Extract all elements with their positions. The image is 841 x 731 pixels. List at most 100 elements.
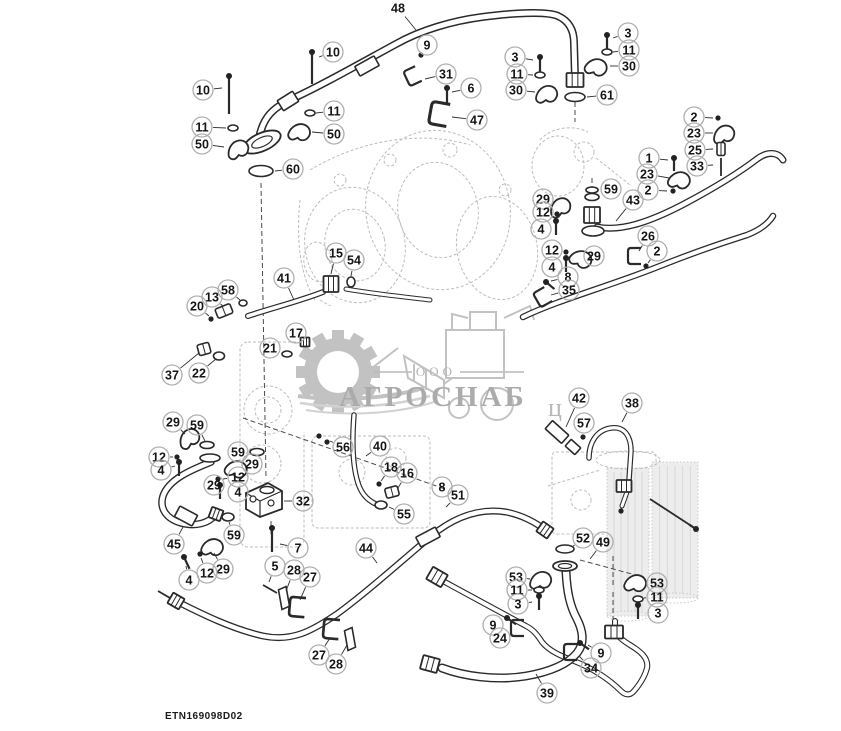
part-ring [346,276,356,288]
callout-31: 31 [435,63,457,85]
part-hook [666,171,691,190]
part-clip [532,286,553,308]
callout-51: 51 [447,484,469,506]
svg-text:11: 11 [195,121,208,135]
svg-text:40: 40 [373,440,387,454]
callout-29: 29 [203,474,225,496]
callout-21: 21 [259,337,281,359]
svg-text:3: 3 [512,51,519,65]
svg-text:32: 32 [296,495,310,509]
callout-2: 2 [683,106,705,128]
svg-text:21: 21 [263,342,277,356]
svg-text:29: 29 [536,193,550,207]
part-ring [248,164,274,178]
part-clip [321,617,341,641]
callout-1: 1 [638,147,660,169]
callout-45: 45 [163,533,185,555]
watermark-brand: АГРОСНАБ [339,381,526,413]
part-ring [199,440,215,450]
part-bolt [217,482,223,499]
callout-28: 28 [283,559,305,581]
callout-47: 47 [466,109,488,131]
callout-4: 4 [150,459,172,481]
svg-text:10: 10 [196,84,210,98]
part-bolt [553,218,559,235]
part-plate [277,585,291,611]
callout-27: 27 [308,644,330,666]
part-ring [199,453,221,463]
callout-60: 60 [282,158,304,180]
callout-5: 5 [264,555,286,577]
part-ring [212,351,226,361]
callout-17: 17 [285,322,307,344]
part-dot [670,188,676,194]
svg-text:57: 57 [577,417,591,431]
hose-45 [158,458,219,529]
callout-38: 38 [621,392,643,414]
svg-text:26: 26 [641,230,655,244]
svg-text:59: 59 [227,529,241,543]
hose-38 [586,425,634,483]
part-ring [632,595,644,603]
part-hex [425,566,449,588]
svg-text:47: 47 [470,114,484,128]
svg-text:1: 1 [646,152,653,166]
part-hex [565,72,585,88]
part-dot [316,433,322,439]
callout-30: 30 [505,79,527,101]
part-pin [157,590,171,599]
callout-49: 49 [592,531,614,553]
part-sleeve [564,438,582,456]
callout-37: 37 [161,364,183,386]
part-pin [262,584,278,594]
hose-48 [255,9,579,142]
svg-text:17: 17 [289,327,303,341]
part-hex [322,275,340,293]
part-ring [304,109,316,117]
callout-61: 61 [596,84,618,106]
svg-text:29: 29 [587,250,601,264]
svg-text:8: 8 [439,481,446,495]
callout-59: 59 [186,414,208,436]
callout-43: 43 [622,189,644,211]
svg-text:29: 29 [216,563,230,577]
part-bolt [563,255,569,272]
svg-text:22: 22 [192,367,206,381]
part-dot [643,263,649,269]
svg-text:16: 16 [400,467,414,481]
callout-10: 10 [322,41,344,63]
drawing-number: ETN169098D02 [165,711,243,722]
callout-34: 34 [580,657,602,679]
callout-26: 26 [637,225,659,247]
callout-7: 7 [287,537,309,559]
svg-text:4: 4 [549,261,556,275]
svg-text:6: 6 [468,82,475,96]
part-hook [179,428,201,450]
part-ring [374,500,388,510]
svg-text:29: 29 [166,416,180,430]
svg-text:49: 49 [596,536,610,550]
hose-43 [593,150,787,232]
part-dot [197,551,203,557]
svg-text:42: 42 [572,392,586,406]
callouts: 4891011501011506031647311303113061223253… [148,2,708,704]
callout-32: 32 [292,490,314,512]
part-bolt [536,593,542,610]
part-hook [200,538,224,557]
callout-2: 2 [637,179,659,201]
svg-text:12: 12 [536,206,550,220]
callout-9: 9 [416,34,438,56]
part-hex [419,654,441,674]
svg-text:41: 41 [277,272,291,286]
svg-text:31: 31 [439,68,453,82]
part-hook [550,197,572,219]
part-hook [223,460,248,479]
svg-text:59: 59 [190,419,204,433]
callout-9: 9 [482,614,504,636]
part-ring [585,186,599,194]
callout-23: 23 [683,122,705,144]
swoosh-lines [297,386,435,415]
gear-icon [296,330,380,414]
part-bolt [181,554,191,570]
part-hex [583,206,601,224]
